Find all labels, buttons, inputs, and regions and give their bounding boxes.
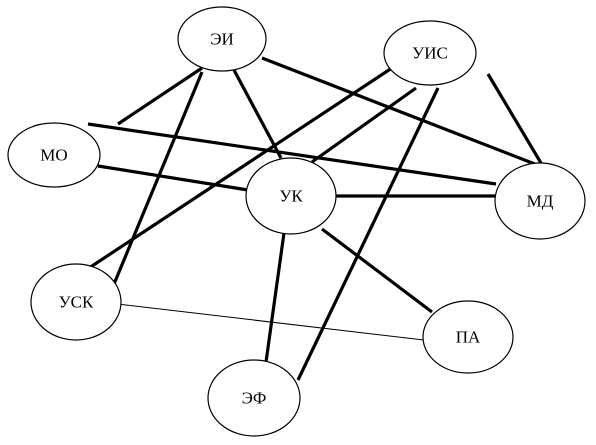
nodes-layer: ЭИ УИС МО МД УК УСК ПА ЭФ [7,6,586,437]
edge-ei-uk [232,69,283,159]
edge-uk-pa [321,227,433,314]
edge-uis-usk [88,62,399,270]
node-pa-label: ПА [456,328,481,347]
node-uk-ellipse [245,157,337,235]
node-ef-ellipse [207,359,301,437]
node-pa: ПА [422,300,514,374]
node-ei-label: ЭИ [210,30,234,49]
node-mo: МО [7,122,101,188]
node-uk-label: УК [279,187,303,206]
node-uk: УК [245,157,337,235]
node-uis-label: УИС [412,44,448,63]
node-mo-ellipse [7,122,101,188]
node-md: МД [494,162,586,240]
node-ei: ЭИ [177,6,267,72]
node-usk: УСК [30,263,122,341]
node-md-ellipse [494,162,586,240]
edge-ei-mo [117,66,203,126]
node-uis-ellipse [383,20,477,86]
edge-mo-uk [97,164,249,192]
edges-layer [87,56,543,381]
node-usk-ellipse [30,263,122,341]
node-pa-ellipse [422,300,514,374]
node-ef-label: ЭФ [242,389,267,408]
edge-usk-pa [116,303,425,341]
edge-mo-md [87,122,497,186]
node-ei-ellipse [177,6,267,72]
node-ef: ЭФ [207,359,301,437]
edge-ei-md [261,56,541,168]
node-mo-label: МО [40,146,67,165]
edge-uis-md [486,73,543,164]
edge-ei-usk [112,71,204,285]
edge-uis-ef [296,87,440,381]
node-usk-label: УСК [59,293,94,312]
node-md-label: МД [527,192,554,211]
node-uis: УИС [383,20,477,86]
edge-uis-uk [311,86,417,164]
edge-uk-ef [264,232,286,363]
